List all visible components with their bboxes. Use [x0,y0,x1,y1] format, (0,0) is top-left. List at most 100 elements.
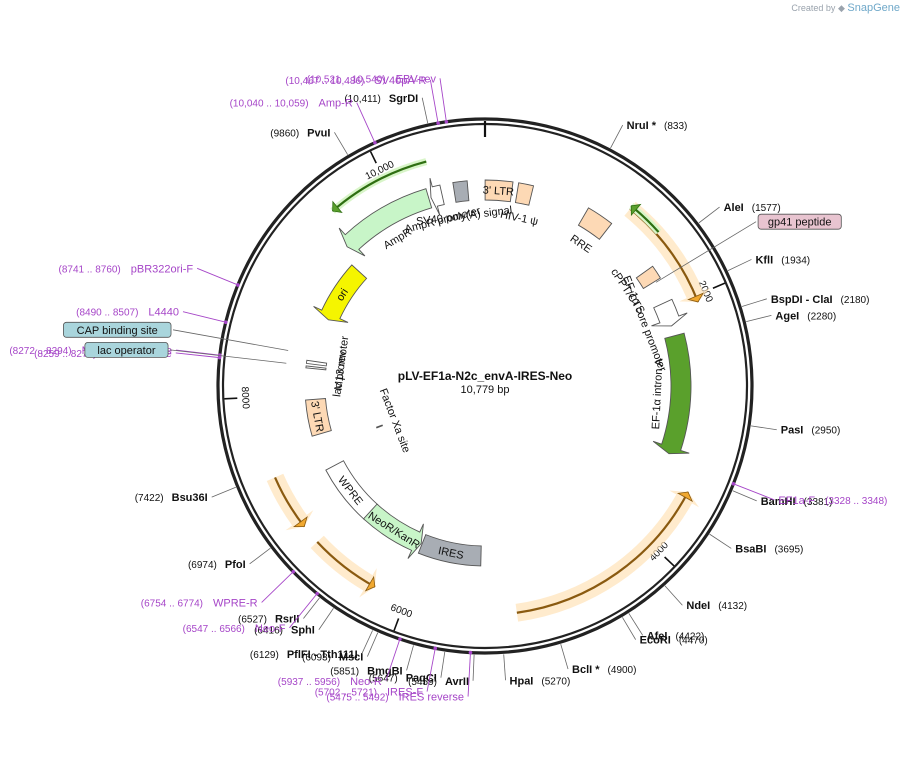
cds-arrowhead [292,516,308,528]
boxed-leader [655,221,757,283]
lac-operator-label: lac operator [97,345,155,357]
enzyme-site: (5459)AvrII [408,676,469,688]
ef-1-core-promoter-feature [651,298,688,327]
enzyme-site: AleI(1577) [724,202,781,214]
enzyme-position: (4470) [679,636,708,647]
ori-feature [313,264,368,323]
primer-leader [426,649,436,692]
enzyme-position: (6416) [254,626,283,637]
enzyme-position: (4132) [718,601,747,612]
enzyme-position: (4422) [675,631,704,642]
enzyme-site: (6093)MscI [302,652,363,664]
m13-rev-label: M13 rev [333,350,349,391]
enzyme-position: (2280) [807,311,836,322]
lac-promoter-feature [305,359,328,367]
ori-label: ori [334,287,351,304]
primer-mark [291,569,296,574]
enzyme-name: PflFI - Tth111I [287,649,358,661]
enzyme-name: EcoRI [640,635,671,647]
enzyme-position: (5459) [408,677,437,688]
enzyme-site: (5851) BmgBI [330,665,402,677]
enzyme-position: (5647) [369,674,398,685]
credit-brand: SnapGene [847,2,900,14]
enzyme-site: AfeI (4422) [647,630,705,642]
primer-range: (5702 .. 5721) [315,688,377,699]
enzyme-leader [746,314,772,322]
enzyme-position: (6974) [188,560,217,571]
primer-leader [385,639,401,681]
tick-mark [664,556,675,567]
primer-leader [176,349,219,356]
boxed-label-bg [63,321,172,338]
enzyme-position: (9860) [270,128,299,139]
primer-name: L4440 [148,307,179,319]
enzyme-position: (6527) [238,614,267,625]
primer-name: WPRE-R [213,597,258,609]
ampr-label: AmpR [382,226,414,252]
snapgene-logo-icon: ◆ [837,3,845,13]
enzyme-position: (5851) [330,666,359,677]
primer-mark [731,481,736,486]
enzyme-name: AfeI [647,630,668,642]
enzyme-name: NruI * [627,120,657,132]
enzyme-leader [503,654,506,681]
primer-mark [398,637,402,641]
enzyme-site: (6416) SphI [254,625,315,637]
enzyme-name: SphI [291,625,315,637]
boxed-leader [172,329,289,351]
enzyme-leader [406,645,414,671]
primer-range: (6754 .. 6774) [141,598,203,609]
green-arrowhead [332,200,343,214]
primer-leader [182,311,225,323]
enzyme-leader [622,617,636,640]
enzyme-name: BclI * [572,664,600,676]
enzyme-name: NdeI [686,600,710,612]
enzyme-name: BspDI - ClaI [771,294,833,306]
primer-site: (5937 .. 5956)Neo-R [278,676,382,688]
primer-leader [261,572,293,603]
enzyme-site: KflI(1934) [755,254,810,266]
cds-arrowhead [364,575,376,592]
primer-name: pBR322ori-F [131,263,194,275]
enzyme-name: BmgBI [367,665,402,677]
plasmid-length: 10,779 bp [461,384,510,396]
feature-layer [266,158,711,622]
primer-name: Neo-F [255,623,286,635]
primer-leader [175,352,219,358]
primer-name: EBV-rev [396,73,437,85]
primer-mark [217,355,222,360]
enzyme-leader [628,613,644,636]
cds-arrowhead [676,491,694,503]
primer-mark [436,121,440,125]
primer-site: (10,040 .. 10,059)Amp-R [230,98,353,110]
enzyme-leader [750,425,777,431]
enzyme-leader [318,608,334,630]
enzyme-position: (833) [664,121,687,132]
primer-name: IRES reverse [399,692,464,704]
cds-arc [516,491,689,614]
enzyme-name: PfoI [225,559,246,571]
enzyme-site: (7422)Bsu36I [135,492,208,504]
primer-name: Amp-R [319,98,353,110]
primer-leader [429,79,439,123]
enzyme-site: HpaI(5270) [510,675,571,687]
primer-site: (8741 .. 8760)pBR322ori-F [59,263,194,275]
enzyme-position: (6129) [250,650,279,661]
enzyme-name: PaqCI [406,673,437,685]
gp41-peptide-label: gp41 peptide [768,217,832,229]
enzyme-site: BsaBI(3695) [735,543,803,555]
factor-xa-site-feature [375,424,384,429]
primer-range: (8259 .. 8275) [34,349,96,360]
rre-label: RRE [568,233,594,256]
primer-mark [315,591,319,596]
enzyme-leader [741,298,767,307]
primer-site: (10,521 .. 10,540)EBV-rev [307,73,437,85]
primer-range: (10,467 .. 10,486) [285,76,364,87]
enzyme-site: (9860)PvuI [270,127,330,139]
enzyme-name: KflI [755,254,773,266]
primer-site: (5702 .. 5721)IRES-F [315,687,424,699]
enzyme-leader [732,490,757,502]
primer-mark [444,120,449,124]
enzyme-leader [249,547,271,565]
